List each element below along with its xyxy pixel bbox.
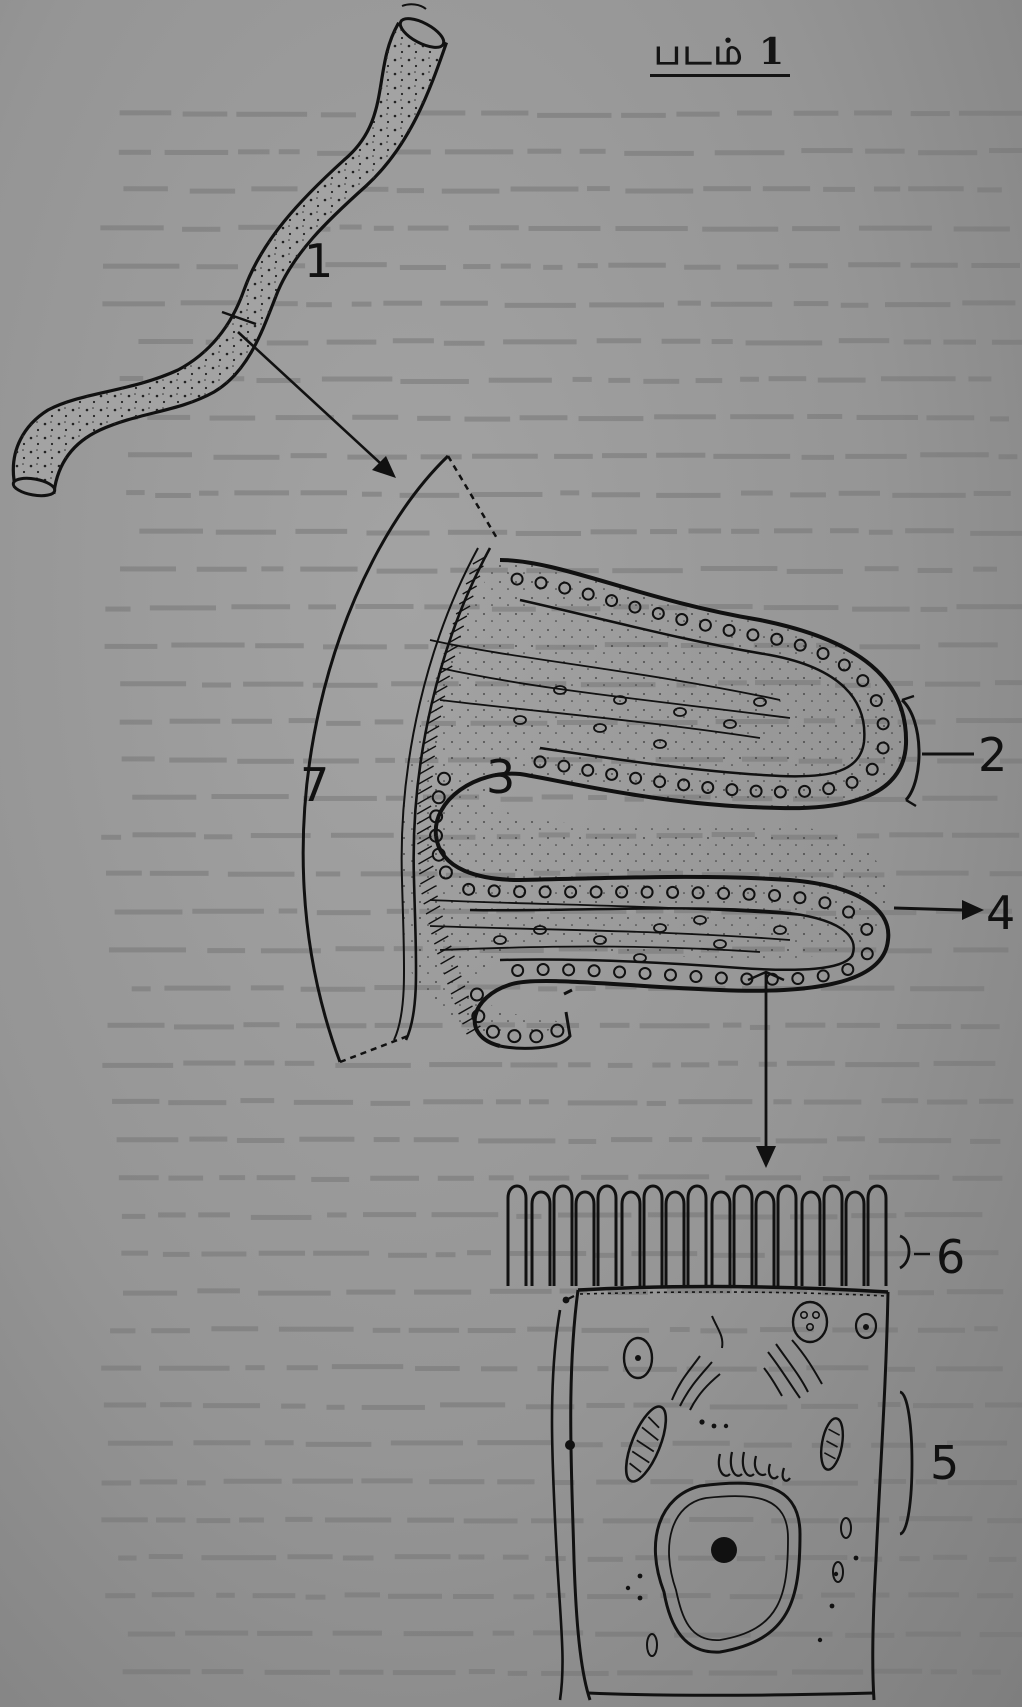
microvillus [756, 1192, 774, 1286]
microvillus [734, 1186, 752, 1286]
epithelial-cell-nucleus [862, 948, 873, 959]
label-4: 4 [986, 890, 1015, 936]
epithelial-cell-nucleus [512, 965, 523, 976]
microvillus [622, 1192, 640, 1286]
microvillus [554, 1186, 572, 1286]
microvillus [868, 1186, 886, 1286]
microvillus [778, 1186, 796, 1286]
microvillus [802, 1192, 820, 1286]
label-6: 6 [936, 1234, 965, 1280]
arrow-villus-to-cell [748, 972, 784, 1168]
label-7: 7 [300, 762, 329, 808]
microvillus [824, 1186, 842, 1286]
microvillus [508, 1186, 526, 1286]
microvillus [688, 1186, 706, 1286]
epithelial-cell-nucleus [640, 968, 651, 979]
microvillus [576, 1192, 594, 1286]
label-2: 2 [978, 732, 1007, 778]
label-1: 1 [304, 238, 333, 284]
epithelial-cell-nucleus [818, 970, 829, 981]
epithelial-cell [508, 1186, 930, 1700]
microvillus [644, 1186, 662, 1286]
microvillus [712, 1192, 730, 1286]
label-5: 5 [930, 1440, 959, 1486]
figure-title: படம் 1 [650, 34, 790, 77]
villi-section [394, 548, 984, 1048]
epithelial-cell-nucleus [716, 973, 727, 984]
microvillus [846, 1192, 864, 1286]
microvillus [666, 1192, 684, 1286]
microvillus [598, 1186, 616, 1286]
microvillus [532, 1192, 550, 1286]
epithelial-cell-nucleus [563, 964, 574, 975]
intestine-tube [12, 4, 448, 498]
epithelial-cell-nucleus [538, 964, 549, 975]
epithelial-cell-nucleus [792, 973, 803, 984]
epithelial-cell-nucleus [614, 967, 625, 978]
label-3: 3 [486, 754, 515, 800]
arrow-tube-to-section [238, 332, 396, 478]
epithelial-cell-nucleus [589, 965, 600, 976]
epithelial-cell-nucleus [842, 964, 853, 975]
epithelial-cell-nucleus [690, 971, 701, 982]
epithelial-cell-nucleus [665, 969, 676, 980]
